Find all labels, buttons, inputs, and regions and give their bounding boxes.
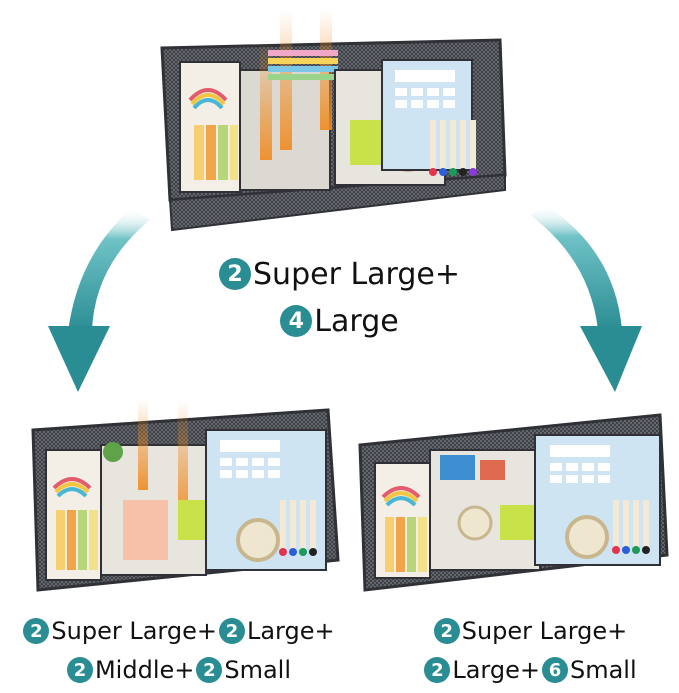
caption-text: Large	[314, 303, 399, 339]
center-caption-line-2: 4 Large	[0, 301, 679, 341]
caption-text: Middle+	[94, 656, 195, 684]
right-arrow-body	[530, 205, 622, 330]
number-circle-icon: 2	[196, 657, 223, 683]
number-circle-icon: 6	[541, 657, 568, 683]
number-circle-icon: 4	[280, 305, 313, 337]
caption-text: Super Large+	[461, 617, 628, 645]
caption-text: Super Large+	[253, 256, 460, 292]
caption-text: Small	[224, 656, 292, 684]
caption-text: Small	[569, 656, 637, 684]
left-arrow-head	[48, 326, 110, 392]
right-arrow-head	[580, 326, 642, 392]
left-arrow-body	[68, 208, 150, 332]
left-caption-line-2: 2 Middle+ 2 Small	[0, 653, 358, 687]
number-circle-icon: 2	[218, 618, 245, 644]
number-circle-icon: 2	[219, 258, 252, 290]
caption-text: Super Large+	[51, 617, 217, 645]
caption-text: Large+	[246, 617, 335, 645]
caption-text: Large+	[452, 656, 540, 684]
bottom-right-organizer-photo	[358, 413, 669, 592]
number-circle-icon: 2	[424, 657, 451, 683]
number-circle-icon: 2	[433, 618, 460, 644]
number-circle-icon: 2	[23, 618, 50, 644]
top-organizer-photo	[160, 10, 507, 232]
center-caption-line-1: 2 Super Large+	[0, 254, 679, 294]
left-caption-line-1: 2 Super Large+ 2 Large+	[0, 614, 358, 648]
number-circle-icon: 2	[66, 657, 93, 683]
right-caption-line-2: 2 Large+ 6 Small	[382, 653, 679, 687]
bottom-left-organizer-photo	[31, 400, 340, 592]
right-caption-line-1: 2 Super Large+	[382, 614, 679, 648]
